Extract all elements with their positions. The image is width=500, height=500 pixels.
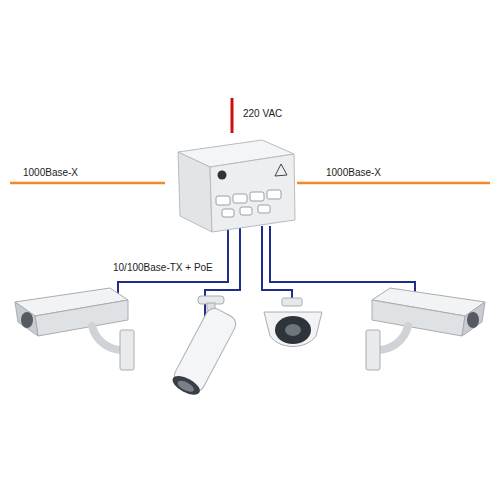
housing-camera (366, 288, 485, 370)
signal-label: 1000Base-X (22, 167, 79, 179)
housing-camera (15, 288, 134, 370)
signal-label: 1000Base-X (325, 167, 382, 179)
fiber-line (10, 182, 165, 185)
switch-enclosure (178, 140, 295, 232)
signal-label: 220 VAC (242, 108, 283, 120)
bullet-camera (169, 296, 239, 399)
fiber-line (297, 182, 490, 185)
power-line (231, 98, 234, 133)
dome-camera (264, 298, 322, 347)
signal-label: 10/100Base-TX + PoE (112, 262, 214, 274)
